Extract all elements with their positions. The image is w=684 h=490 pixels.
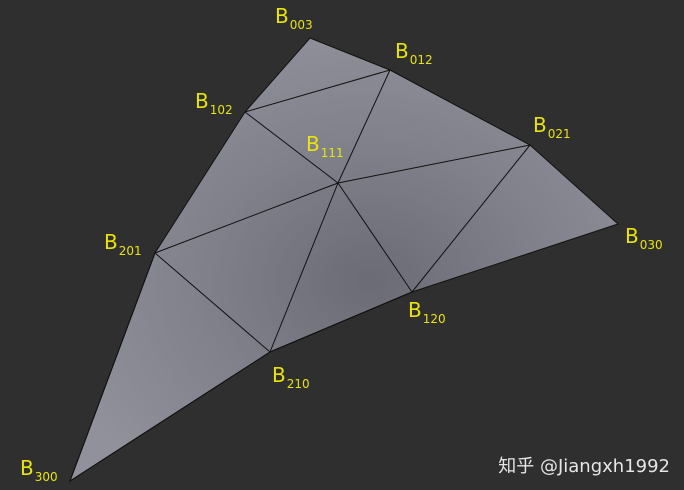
edge-b102-b012 [244, 69, 391, 113]
label-b021: B021 [533, 113, 571, 141]
edge-b201-b210 [154, 252, 271, 353]
edge-b012-b111 [337, 69, 391, 184]
label-b102: B102 [195, 89, 233, 117]
edge-b210-b300 [69, 351, 271, 482]
edge-b102-b111 [244, 111, 339, 184]
edge-b021-b120 [411, 144, 531, 293]
label-b300: B300 [20, 456, 58, 484]
edge-b111-b021 [337, 144, 531, 184]
label-b030: B030 [625, 224, 663, 252]
label-b201: B201 [104, 230, 142, 258]
edge-b111-b210 [269, 182, 339, 353]
label-b111: B111 [306, 132, 344, 160]
edge-b111-b120 [337, 182, 413, 293]
edge-b201-b111 [154, 182, 339, 254]
label-b012: B012 [395, 39, 433, 67]
watermark: 知乎 @Jiangxh1992 [498, 456, 670, 477]
label-b210: B210 [272, 363, 310, 391]
edge-b201-b300 [69, 252, 156, 482]
label-b120: B120 [408, 298, 446, 326]
edge-b210-b120 [269, 291, 413, 353]
label-b003: B003 [275, 4, 313, 32]
